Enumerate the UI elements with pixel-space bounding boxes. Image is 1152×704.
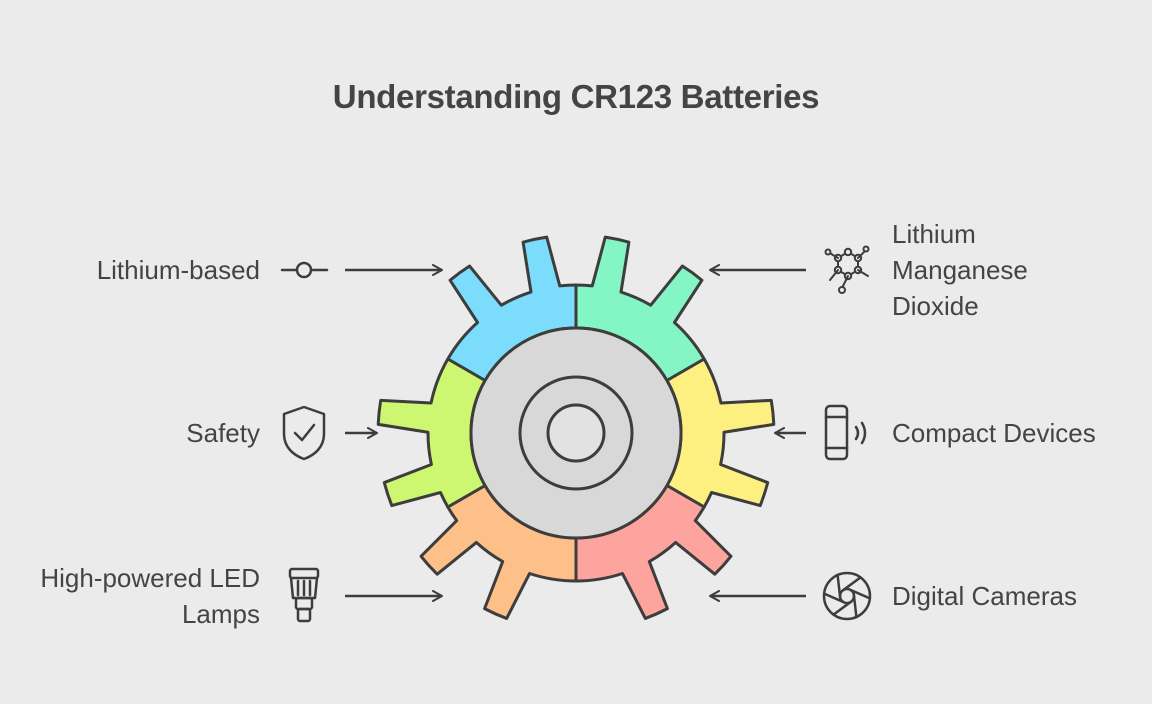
aperture-blade — [849, 588, 872, 600]
aperture-blade — [822, 592, 845, 604]
label-safety: Safety — [186, 415, 260, 451]
gear-segments — [376, 235, 776, 620]
label-compact-devices: Compact Devices — [892, 415, 1096, 451]
aperture-blade — [842, 576, 862, 592]
label-digital-cameras: Digital Cameras — [892, 578, 1077, 614]
label-digital-cameras-text: Digital Cameras — [892, 581, 1077, 611]
label-led-lamps-line2: Lamps — [181, 599, 260, 629]
wearable-device-icon — [824, 404, 867, 461]
link-node-icon — [280, 261, 329, 279]
camera-aperture-icon — [822, 571, 872, 621]
diagram-title: Understanding CR123 Batteries — [332, 78, 820, 115]
gear-segment-left — [376, 357, 487, 509]
label-lithium-manganese-line1: Lithium — [892, 219, 976, 249]
aperture-blade — [852, 594, 858, 619]
label-lithium-manganese-dioxide: Lithium Manganese Dioxide — [892, 216, 1028, 324]
label-led-lamps-line1: High-powered LED — [40, 563, 260, 593]
aperture-blade — [832, 600, 852, 616]
label-lithium-manganese-line3: Dioxide — [892, 291, 979, 321]
label-safety-text: Safety — [186, 418, 260, 448]
aperture-blade — [836, 573, 842, 598]
label-led-lamps: High-powered LED Lamps — [40, 560, 260, 632]
gear-hub-center — [546, 403, 606, 463]
molecule-icon — [824, 245, 870, 294]
gear-segment-right — [665, 357, 776, 509]
label-compact-devices-text: Compact Devices — [892, 418, 1096, 448]
label-lithium-manganese-line2: Manganese — [892, 255, 1028, 285]
label-lithium-based: Lithium-based — [97, 252, 260, 288]
led-bulb-icon — [288, 567, 320, 623]
label-lithium-based-text: Lithium-based — [96, 255, 260, 285]
shield-check-icon — [282, 405, 326, 461]
